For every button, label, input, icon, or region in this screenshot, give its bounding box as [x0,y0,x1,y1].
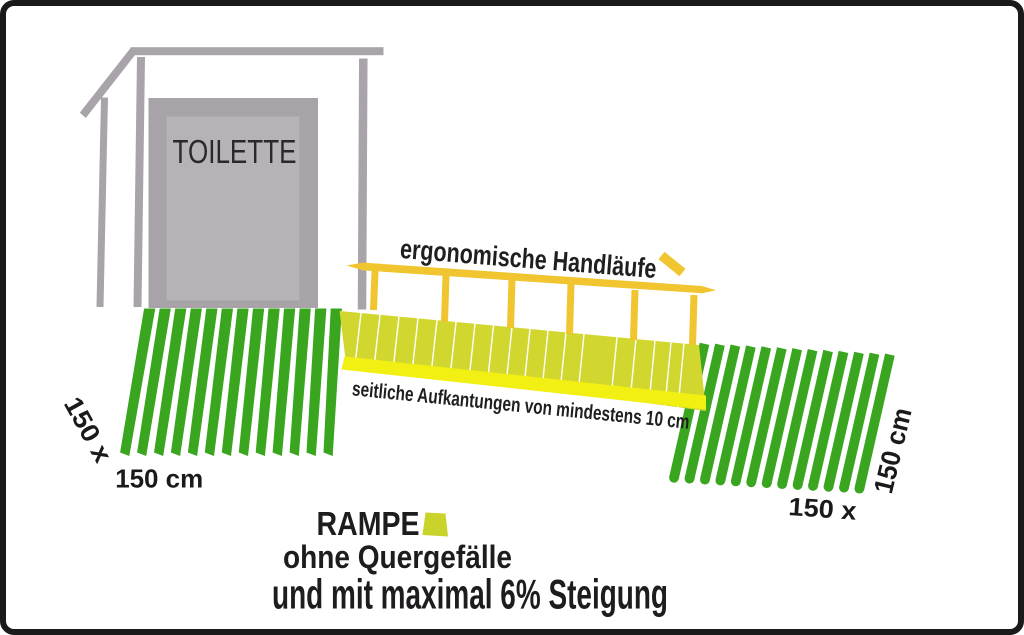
svg-text:ohne Quergefälle: ohne Quergefälle [283,539,512,575]
svg-text:150 cm: 150 cm [115,464,203,494]
svg-text:und mit maximal 6% Steigung: und mit maximal 6% Steigung [272,571,668,618]
svg-text:TOILETTE: TOILETTE [173,134,297,171]
svg-text:RAMPE: RAMPE [317,506,420,543]
svg-text:150 x: 150 x [788,493,858,526]
